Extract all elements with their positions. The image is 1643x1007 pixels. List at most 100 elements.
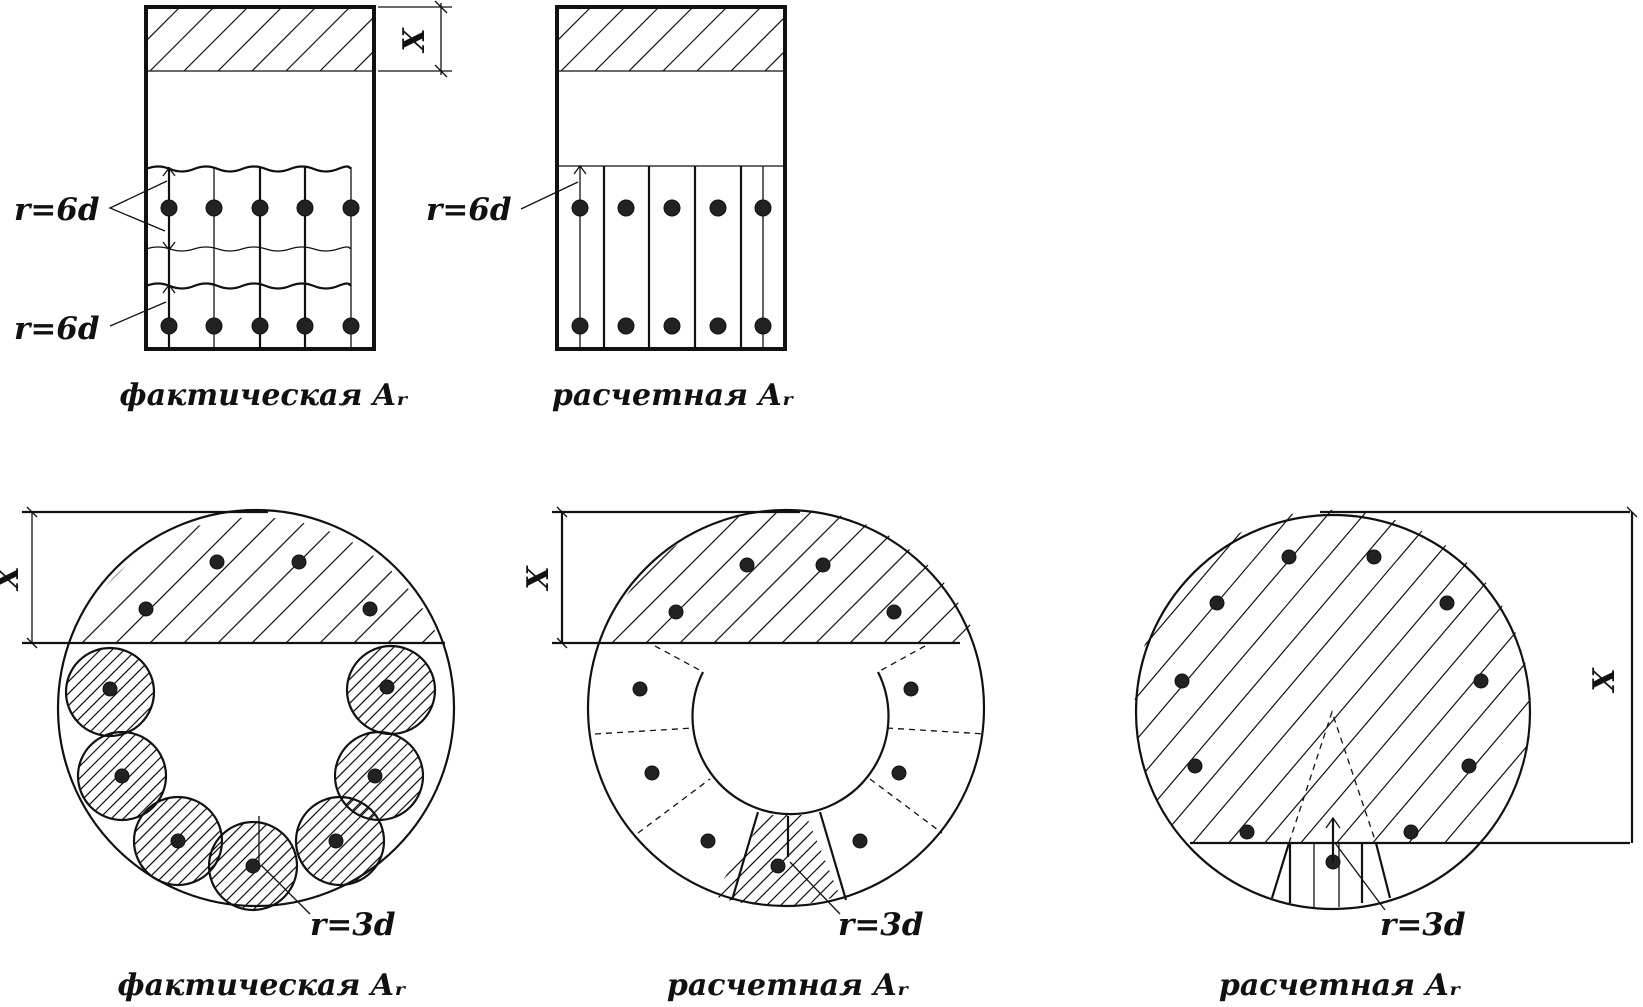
hatch-line — [445, 640, 545, 740]
hatch-line — [249, 517, 391, 642]
hatch-line — [188, 642, 288, 742]
hatch-line — [481, 726, 581, 826]
hatch-line — [1294, 509, 1531, 842]
dimension-label-x: X — [397, 27, 432, 54]
hatch-line — [442, 791, 542, 891]
hatch-line — [560, 7, 626, 71]
hatch-line — [103, 732, 166, 820]
hatch-line — [381, 797, 384, 885]
hatch-line — [628, 7, 694, 71]
hatch-line — [1510, 509, 1531, 842]
hatch-line — [1134, 509, 1301, 842]
hatch-line — [976, 800, 1096, 920]
hatch-line — [270, 822, 297, 910]
radius-label: r=6d — [14, 192, 100, 228]
rebar-zone-circle — [207, 820, 299, 912]
hatch-line — [906, 800, 1026, 920]
rebar — [328, 833, 344, 849]
hatch-line — [113, 517, 255, 642]
hatch-line — [881, 509, 977, 642]
hatch-line — [333, 797, 384, 885]
hatch-line — [557, 7, 558, 8]
hatch-line — [219, 797, 222, 885]
arrow-head — [162, 241, 176, 252]
hatch-line — [163, 732, 166, 820]
rebar — [251, 317, 269, 335]
zone-divider — [886, 727, 986, 735]
hatch-line — [66, 648, 73, 736]
hatch-line — [66, 648, 145, 736]
leader-line — [109, 301, 167, 327]
hatch-line — [151, 648, 154, 736]
rebar — [170, 833, 186, 849]
rebar — [367, 768, 383, 784]
leader-line — [108, 180, 168, 232]
rebar — [1439, 595, 1455, 611]
rebar — [205, 199, 223, 217]
hatch-line — [335, 732, 414, 820]
hatch-line — [677, 509, 819, 642]
hatch-line — [835, 815, 848, 906]
section-outline — [586, 508, 986, 908]
hatch-line — [296, 797, 375, 885]
hatch-line — [296, 797, 363, 885]
hatch-line — [1366, 509, 1531, 842]
rebar-group — [102, 554, 395, 874]
zone-divider — [594, 727, 694, 735]
hatch-line — [457, 726, 557, 826]
hatch-line — [396, 646, 435, 734]
rebar-zone-circles — [0, 640, 629, 916]
rebar — [342, 317, 360, 335]
hatch-line — [200, 642, 300, 742]
hatch-line — [251, 7, 317, 71]
hatch-line — [391, 816, 491, 916]
zone-divider — [637, 778, 711, 834]
hatch-line — [317, 517, 440, 642]
wedge-edge — [730, 811, 760, 901]
rebar — [709, 199, 727, 217]
rebar — [362, 601, 378, 617]
hatch-line — [662, 7, 728, 71]
hatch-line — [296, 797, 339, 885]
hatch-line — [78, 732, 145, 820]
arrow-head — [573, 164, 587, 175]
hatch-line — [779, 509, 921, 642]
hatch-line — [209, 822, 240, 910]
rebar — [632, 681, 648, 697]
hatch-line — [159, 797, 222, 885]
hatch-line — [557, 7, 592, 42]
hatch-line — [296, 797, 315, 885]
hatch-line — [418, 791, 518, 891]
rebar-group — [1174, 549, 1489, 870]
hatch-line — [730, 16, 785, 71]
hatch-line — [268, 791, 368, 891]
radius-label: r=6d — [426, 192, 512, 228]
rebar — [296, 317, 314, 335]
hatch-line — [134, 797, 189, 885]
hatch-line — [260, 726, 360, 826]
panel-circle-actual: X r=3d фактическая Aᵣ — [0, 506, 629, 1003]
hatch-line — [335, 732, 378, 820]
hatch-line — [433, 726, 533, 826]
hatch-line — [134, 797, 177, 885]
dimension-tick — [434, 0, 448, 14]
rebar-zone-circle — [76, 730, 168, 822]
leader-line — [520, 181, 579, 210]
hatch-line — [134, 797, 165, 885]
hatch-line — [351, 517, 440, 642]
hatch-line — [183, 797, 222, 885]
hatch-line — [1438, 509, 1531, 842]
hatch-line — [248, 642, 348, 742]
hatch-line — [793, 815, 848, 906]
hatch-line — [1150, 509, 1445, 842]
hatch-line — [209, 822, 252, 910]
hatch-line — [493, 726, 593, 826]
hatch-line — [529, 640, 629, 740]
hatch-line — [643, 509, 785, 642]
hatch-line — [0, 642, 60, 742]
rebar — [1187, 758, 1203, 774]
rebar — [644, 765, 660, 781]
hatch-line — [420, 732, 423, 820]
rebar — [668, 604, 684, 620]
hatch-line — [360, 732, 423, 820]
